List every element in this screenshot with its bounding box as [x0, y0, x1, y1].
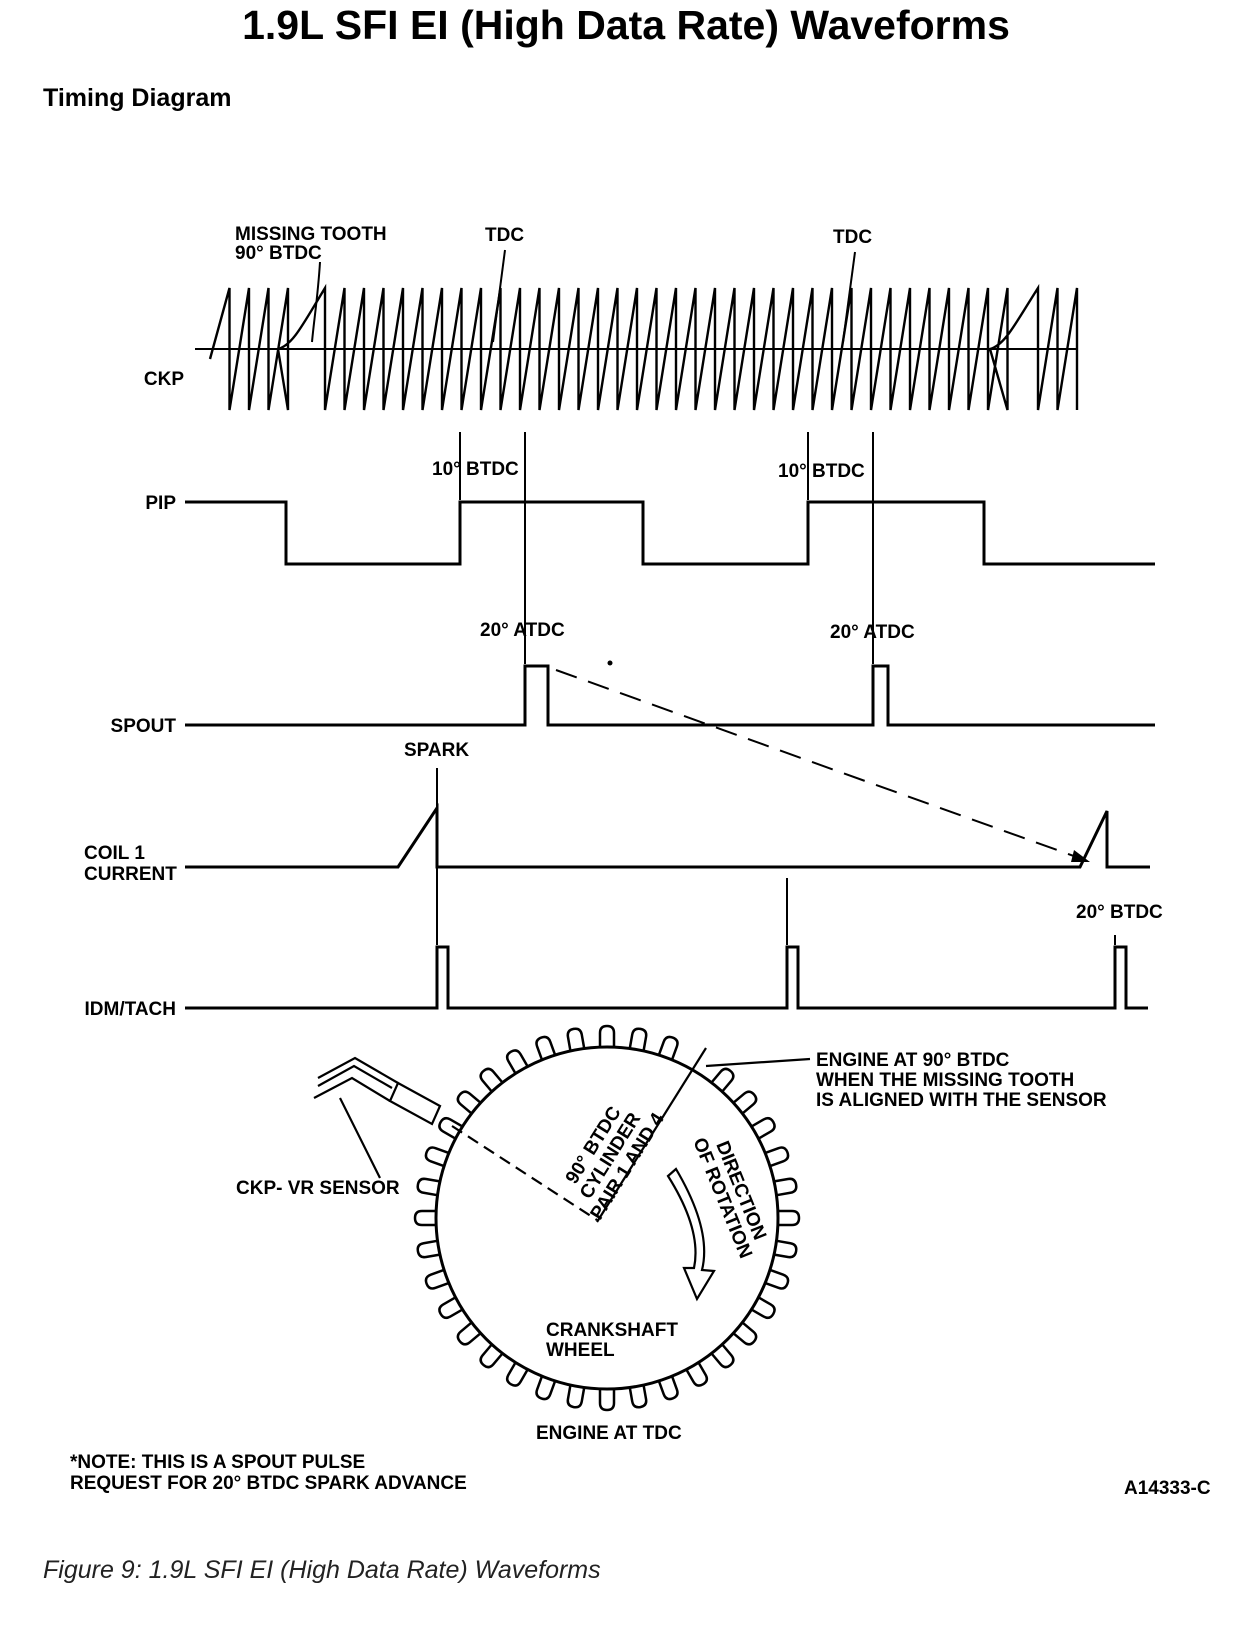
- missing-tooth-leader: [311, 261, 321, 343]
- crankshaft-label-line2: WHEEL: [546, 1340, 615, 1361]
- wheel-tooth: [750, 1296, 776, 1320]
- direction-arrow: [666, 1167, 716, 1302]
- wheel-tooth: [773, 1177, 798, 1197]
- wheel-tooth: [778, 1209, 801, 1227]
- wheel-tooth: [424, 1146, 450, 1168]
- missing-tooth-label-line2: 90° BTDC: [235, 243, 322, 264]
- tdc-leader-2: [842, 251, 856, 343]
- atdc20-label-2: 20° ATDC: [830, 622, 915, 643]
- cylinder-reference-line: [596, 1047, 707, 1223]
- wheel-tooth: [438, 1116, 464, 1140]
- figure-caption: Figure 9: 1.9L SFI EI (High Data Rate) W…: [43, 1556, 601, 1584]
- wheel-tooth: [657, 1375, 679, 1401]
- tdc-leader-1: [492, 249, 506, 343]
- btdc20-label: 20° BTDC: [1076, 902, 1163, 923]
- ckp-vr-sensor-label: CKP- VR SENSOR: [236, 1178, 400, 1199]
- wheel-tooth: [438, 1296, 464, 1320]
- wheel-tooth: [416, 1239, 441, 1259]
- note-line2: REQUEST FOR 20° BTDC SPARK ADVANCE: [70, 1473, 467, 1494]
- wheel-tooth: [566, 1384, 586, 1409]
- atdc20-label-1: 20° ATDC: [480, 620, 565, 641]
- wheel-tooth: [416, 1177, 441, 1197]
- crankshaft-label-line1: CRANKSHAFT: [546, 1320, 678, 1341]
- tdc-label-2: TDC: [833, 227, 872, 248]
- wheel-tooth: [773, 1239, 798, 1259]
- wheel-tooth: [424, 1268, 450, 1290]
- tdc-label-1: TDC: [485, 225, 524, 246]
- pip-waveform: [185, 500, 1155, 566]
- spout-waveform: [185, 664, 1155, 727]
- page-title: 1.9L SFI EI (High Data Rate) Waveforms: [242, 2, 1010, 48]
- wheel-tooth: [413, 1209, 436, 1227]
- wheel-tooth: [598, 1024, 616, 1047]
- wheel-tooth: [456, 1321, 482, 1346]
- wheel-tooth: [750, 1116, 776, 1140]
- engine90-leader: [705, 1057, 811, 1068]
- coil-label-line1: COIL 1: [84, 843, 145, 864]
- stray-dot: [607, 660, 613, 666]
- wheel-tooth: [535, 1375, 557, 1401]
- crankshaft-wheel-teeth: [413, 1024, 801, 1412]
- wheel-tooth: [479, 1343, 504, 1369]
- wheel-tooth: [479, 1067, 504, 1093]
- wheel-tooth: [628, 1384, 648, 1409]
- wheel-tooth: [732, 1321, 758, 1346]
- missing-tooth-label-line1: MISSING TOOTH: [235, 224, 387, 245]
- spout-request-dashed-line: [555, 669, 1086, 861]
- ckp-label: CKP: [144, 369, 184, 390]
- wheel-tooth: [764, 1146, 790, 1168]
- spark-label: SPARK: [404, 740, 469, 761]
- wheel-tooth: [685, 1361, 709, 1387]
- ckp-waveform: [208, 283, 1079, 411]
- wheel-tooth: [628, 1027, 648, 1052]
- sensor-reference-dashed-line: [451, 1125, 598, 1221]
- engine90-label-line2: WHEN THE MISSING TOOTH: [816, 1070, 1074, 1091]
- coil-label-line2: CURRENT: [84, 864, 177, 885]
- wheel-tooth: [505, 1361, 529, 1387]
- dashed-arrow-head: [1071, 850, 1090, 862]
- ckp-vr-sensor: [313, 1056, 442, 1179]
- wheel-tooth: [657, 1035, 679, 1061]
- engine90-label-line3: IS ALIGNED WITH THE SENSOR: [816, 1090, 1107, 1111]
- idm-tach-label: IDM/TACH: [85, 999, 176, 1020]
- note-line1: *NOTE: THIS IS A SPOUT PULSE: [70, 1452, 365, 1473]
- wheel-tooth: [710, 1343, 735, 1369]
- wheel-tooth: [566, 1027, 586, 1052]
- wheel-tooth: [535, 1035, 557, 1061]
- coil-current-waveform: [185, 803, 1150, 869]
- wheel-tooth: [710, 1067, 735, 1093]
- wheel-tooth: [456, 1090, 482, 1115]
- crankshaft-wheel-rim: [434, 1045, 780, 1391]
- idm-tach-waveform: [185, 945, 1148, 1010]
- wheel-tooth: [598, 1389, 616, 1412]
- wheel-tooth: [732, 1090, 758, 1115]
- engine90-label-line1: ENGINE AT 90° BTDC: [816, 1050, 1010, 1071]
- wheel-tooth: [505, 1049, 529, 1075]
- spout-label: SPOUT: [111, 716, 177, 737]
- pip-label: PIP: [145, 493, 176, 514]
- btdc10-label-2: 10° BTDC: [778, 461, 865, 482]
- btdc10-label-1: 10° BTDC: [432, 459, 519, 480]
- figure-id: A14333-C: [1124, 1478, 1211, 1499]
- wheel-tooth: [764, 1268, 790, 1290]
- diagram-subtitle: Timing Diagram: [43, 84, 232, 112]
- engine-at-tdc-label: ENGINE AT TDC: [536, 1423, 682, 1444]
